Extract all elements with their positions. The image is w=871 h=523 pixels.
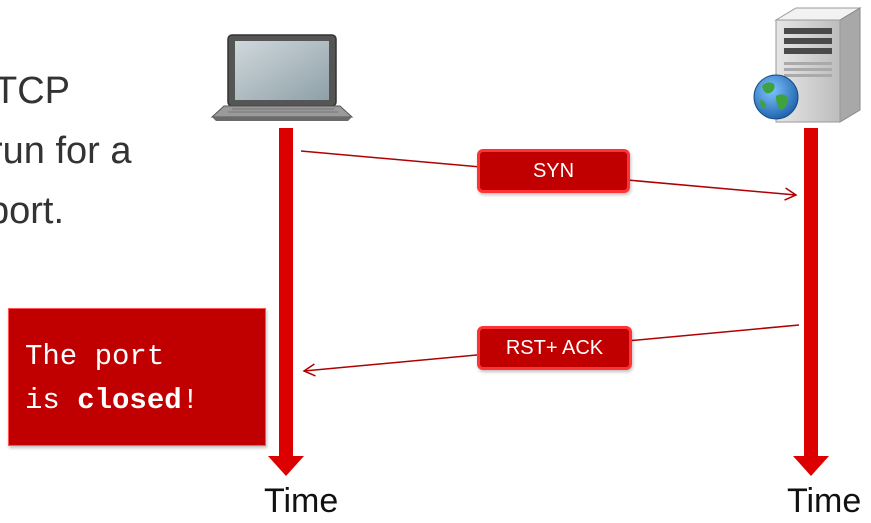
client-timeline — [268, 128, 304, 476]
slide-text-line-3: port. — [0, 190, 65, 232]
server-timeline — [793, 128, 829, 476]
syn-message-label: SYN — [477, 149, 630, 193]
slide-text-line-1: TCP — [0, 70, 70, 112]
callout-prefix: is — [25, 384, 78, 417]
server-with-globe-icon — [753, 7, 862, 123]
callout-closed-word: closed — [77, 384, 182, 417]
port-closed-callout: The port is closed! — [8, 308, 266, 446]
callout-suffix: ! — [181, 384, 200, 417]
callout-line-2: is closed! — [25, 379, 265, 423]
callout-line-1: The port — [25, 340, 165, 373]
slide-text-line-2: run for a — [0, 130, 132, 172]
server-time-label: Time — [787, 482, 862, 520]
rst-ack-message-label: RST+ ACK — [477, 326, 632, 370]
client-time-label: Time — [264, 482, 339, 520]
laptop-icon — [210, 34, 354, 121]
